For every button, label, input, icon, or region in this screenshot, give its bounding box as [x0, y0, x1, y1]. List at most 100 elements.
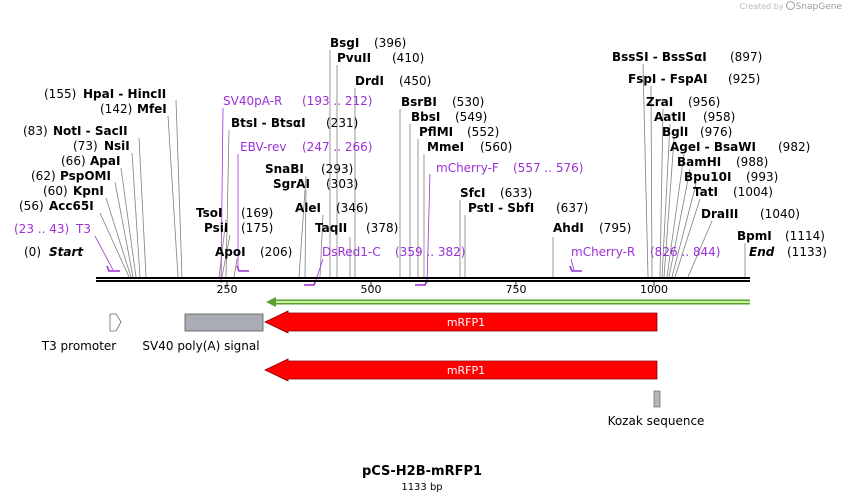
svg-text:(378): (378): [366, 221, 398, 235]
svg-text:Acc65I: Acc65I: [49, 199, 94, 213]
enzyme-pflmi: PflMI(552): [419, 125, 499, 139]
svg-text:ApaI: ApaI: [90, 154, 120, 168]
svg-text:(988): (988): [736, 155, 768, 169]
svg-text:BglI: BglI: [662, 125, 688, 139]
svg-text:(410): (410): [392, 51, 424, 65]
svg-text:BssSI - BssSαI: BssSI - BssSαI: [612, 50, 707, 64]
svg-text:AhdI: AhdI: [553, 221, 584, 235]
svg-text:NsiI: NsiI: [104, 139, 130, 153]
enzyme-draiii: DraIII(1040): [701, 207, 800, 221]
svg-text:SfcI: SfcI: [460, 186, 485, 200]
svg-text:mCherry-F: mCherry-F: [436, 161, 499, 175]
svg-text:KpnI: KpnI: [73, 184, 104, 198]
svg-text:(142): (142): [100, 102, 132, 116]
svg-text:(169): (169): [241, 206, 273, 220]
svg-text:DraIII: DraIII: [701, 207, 738, 221]
enzyme-bsrbi: BsrBI(530): [401, 95, 484, 109]
svg-text:PflMI: PflMI: [419, 125, 453, 139]
primer-sv40pa-r: SV40pA-R(193 .. 212): [223, 94, 372, 108]
svg-text:(633): (633): [500, 186, 532, 200]
svg-text:EBV-rev: EBV-rev: [240, 140, 286, 154]
enzyme-tati: TatI (1004): [693, 185, 773, 199]
svg-text:MmeI: MmeI: [427, 140, 464, 154]
primer-labels: SV40pA-R(193 .. 212) EBV-rev(247 .. 266)…: [14, 94, 720, 259]
enzyme-psti-sbfi: PstI - SbfI(637): [468, 201, 588, 215]
svg-text:(897): (897): [730, 50, 762, 64]
enzyme-tsoi: TsoI (169): [196, 206, 273, 220]
enzyme-ahdi: AhdI (795): [553, 221, 631, 235]
svg-text:(396): (396): [374, 36, 406, 50]
enzyme-labels: BsgI(396) PvuII(410) DrdI(450) BsrBI(530…: [19, 36, 827, 259]
t3-promoter-feature[interactable]: [109, 313, 122, 332]
site-end: End(1133): [749, 245, 827, 259]
enzyme-bpu10i: Bpu10I(993): [684, 170, 778, 184]
snapgene-logo-icon: [785, 1, 795, 10]
svg-text:(1133): (1133): [787, 245, 827, 259]
mrfp1-label-top: mRFP1: [447, 316, 485, 329]
plasmid-length: 1133 bp: [401, 482, 442, 493]
svg-text:ApoI: ApoI: [215, 245, 246, 259]
enzyme-bgli: BglI(976): [662, 125, 732, 139]
svg-text:PsiI: PsiI: [204, 221, 228, 235]
svg-text:AgeI - BsaWI: AgeI - BsaWI: [670, 140, 756, 154]
enzyme-pspomi: (62)PspOMI: [31, 169, 111, 183]
svg-text:BtsI - BtsαI: BtsI - BtsαI: [231, 116, 306, 130]
svg-text:(993): (993): [746, 170, 778, 184]
svg-text:(956): (956): [688, 95, 720, 109]
svg-text:SV40pA-R: SV40pA-R: [223, 94, 282, 108]
svg-text:mCherry-R: mCherry-R: [571, 245, 635, 259]
sv40-polya-feature[interactable]: [184, 313, 264, 332]
svg-text:FspI - FspAI: FspI - FspAI: [628, 72, 707, 86]
enzyme-snabi: SnaBI(293): [265, 162, 353, 176]
svg-text:PstI - SbfI: PstI - SbfI: [468, 201, 534, 215]
enzyme-aatii: AatII(958): [654, 110, 735, 124]
svg-text:Start: Start: [49, 245, 84, 259]
enzyme-bsssi: BssSI - BssSαI (897): [612, 50, 762, 64]
svg-text:(175): (175): [241, 221, 273, 235]
svg-text:(293): (293): [321, 162, 353, 176]
enzyme-bbsi: BbsI(549): [411, 110, 487, 124]
plasmid-backbone: [96, 277, 750, 279]
primer-arrow-t3: [106, 265, 120, 272]
svg-text:TaqII: TaqII: [315, 221, 347, 235]
svg-text:(795): (795): [599, 221, 631, 235]
kozak-label: Kozak sequence: [608, 414, 705, 428]
svg-text:(56): (56): [19, 199, 44, 213]
kozak-feature[interactable]: [653, 390, 661, 408]
mrfp1-feature-top[interactable]: mRFP1: [264, 310, 658, 334]
svg-text:(231): (231): [326, 116, 358, 130]
svg-text:(450): (450): [399, 74, 431, 88]
enzyme-sgrai: SgrAI(303): [273, 177, 358, 191]
enzyme-mfei: (142)MfeI: [100, 102, 167, 116]
watermark-brand: SnapGene: [795, 2, 842, 12]
svg-text:ZraI: ZraI: [646, 95, 673, 109]
svg-text:(155): (155): [44, 87, 76, 101]
svg-text:(982): (982): [778, 140, 810, 154]
svg-text:TatI: TatI: [693, 185, 718, 199]
svg-text:BbsI: BbsI: [411, 110, 440, 124]
svg-text:TsoI: TsoI: [196, 206, 222, 220]
svg-text:(1114): (1114): [785, 229, 825, 243]
svg-text:AleI: AleI: [295, 201, 321, 215]
plasmid-name: pCS-H2B-mRFP1: [362, 464, 482, 479]
mrfp1-feature-bottom[interactable]: mRFP1: [264, 358, 658, 382]
enzyme-bpmi: BpmI(1114): [737, 229, 825, 243]
svg-text:HpaI - HincII: HpaI - HincII: [83, 87, 166, 101]
svg-text:(359 .. 382): (359 .. 382): [395, 245, 465, 259]
plasmid-backbone-lower: [96, 280, 750, 282]
primer-leader-lines: [94, 107, 575, 284]
enzyme-apai: (66)ApaI: [61, 154, 120, 168]
enzyme-kpni: (60) KpnI: [43, 184, 104, 198]
svg-text:(60): (60): [43, 184, 68, 198]
svg-text:(73): (73): [73, 139, 98, 153]
svg-text:SgrAI: SgrAI: [273, 177, 310, 191]
mrfp1-label-bottom: mRFP1: [447, 364, 485, 377]
enzyme-agei-bsawi: AgeI - BsaWI (982): [670, 140, 810, 154]
svg-text:(1004): (1004): [733, 185, 773, 199]
enzyme-sfci: SfcI (633): [460, 186, 532, 200]
primer-t3: (23 .. 43)T3: [14, 222, 91, 236]
primer-dsred1-c: DsRed1-C(359 .. 382): [322, 245, 465, 259]
svg-text:PvuII: PvuII: [337, 51, 371, 65]
svg-text:(206): (206): [260, 245, 292, 259]
